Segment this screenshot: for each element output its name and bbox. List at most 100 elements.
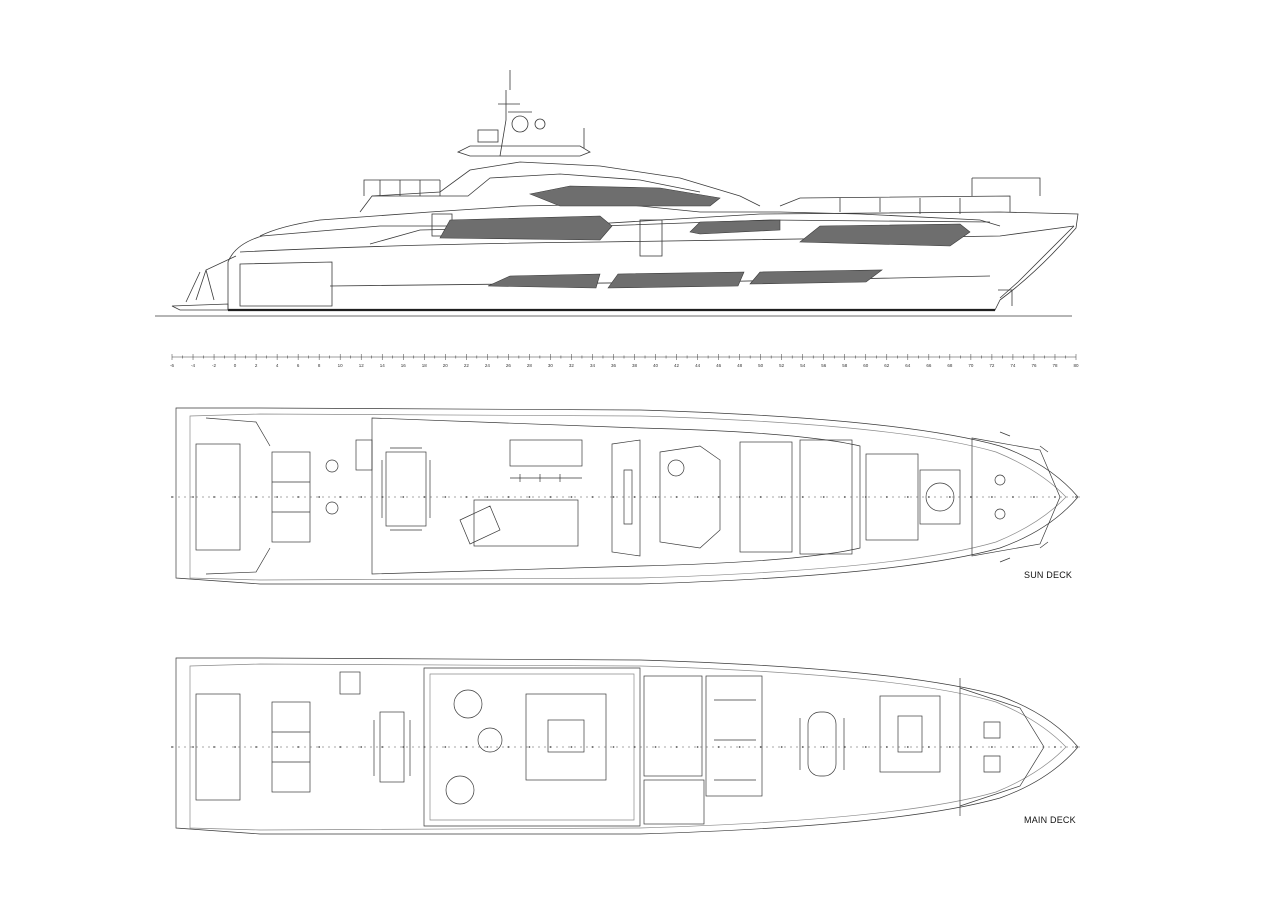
saloon-walls [423, 667, 641, 827]
side-door [639, 219, 663, 257]
scale-tick-label: 2 [255, 363, 258, 368]
satcom-dome [534, 118, 546, 130]
station-mark [927, 496, 930, 498]
stair-well [355, 439, 373, 471]
radome [477, 129, 499, 143]
sun-deck-dining-table [385, 451, 427, 527]
station-mark [570, 496, 573, 498]
station-mark [1075, 746, 1077, 748]
scale-tick-label: 32 [569, 363, 575, 368]
station-mark [654, 496, 657, 498]
scale-tick-label: 36 [611, 363, 617, 368]
sun-deck-bar [509, 439, 583, 467]
station-mark [948, 746, 951, 748]
station-mark [696, 746, 699, 748]
scale-tick-label: 62 [884, 363, 890, 368]
hull-window-1 [487, 273, 601, 289]
station-mark [339, 746, 342, 748]
scale-tick-label: -6 [170, 363, 174, 368]
station-mark [360, 746, 363, 748]
main-dining-chairs [799, 718, 845, 770]
station-mark [675, 746, 678, 748]
scale-tick-label: 74 [1010, 363, 1016, 368]
saloon-inner-walls [429, 673, 635, 821]
scale-tick-label: -2 [212, 363, 216, 368]
aft-sunpad [195, 443, 241, 551]
station-mark [192, 746, 194, 748]
scale-tick-label: 56 [821, 363, 827, 368]
station-mark [318, 496, 321, 498]
foredeck-rail-posts [839, 198, 961, 214]
helm-wheel [667, 459, 685, 477]
station-mark [465, 746, 468, 748]
profile-view [155, 70, 1079, 317]
helm-seats [983, 721, 1001, 773]
station-mark [948, 496, 951, 498]
station-mark [276, 496, 279, 498]
scale-tick-label: 66 [926, 363, 932, 368]
station-mark [171, 496, 173, 498]
station-mark [717, 496, 720, 498]
windlass-2 [994, 508, 1006, 520]
station-mark [381, 746, 384, 748]
scale-tick-label: 28 [527, 363, 533, 368]
saloon-coffee-table [547, 719, 585, 753]
station-mark [528, 496, 531, 498]
lobby [643, 779, 705, 825]
station-mark [633, 496, 636, 498]
station-mark [991, 496, 993, 498]
station-mark [991, 746, 993, 748]
sun-deck-superstructure [371, 417, 861, 575]
station-mark [1075, 496, 1077, 498]
scale-tick-label: 60 [863, 363, 869, 368]
bar-stools [510, 474, 582, 482]
station-mark [297, 496, 300, 498]
scale-tick-label: 12 [359, 363, 365, 368]
scale-tick-label: 52 [779, 363, 785, 368]
station-mark [612, 496, 615, 498]
scale-tick-label: 58 [842, 363, 848, 368]
station-mark [885, 496, 888, 498]
scale-tick-label: -4 [191, 363, 195, 368]
scale-tick-label: 48 [737, 363, 743, 368]
main-deck-plan [172, 657, 1080, 835]
station-mark [612, 746, 615, 748]
station-mark [591, 496, 594, 498]
main-dining-table [807, 711, 837, 777]
scale-tick-label: 70 [968, 363, 974, 368]
station-mark [864, 496, 867, 498]
station-mark [402, 496, 405, 498]
station-mark [822, 496, 825, 498]
station-mark [234, 746, 236, 748]
scale-tick-label: 54 [800, 363, 806, 368]
station-mark [759, 496, 762, 498]
station-mark [780, 746, 783, 748]
sky-lounge-table [897, 715, 923, 753]
station-mark [717, 746, 720, 748]
dining-chairs [381, 447, 431, 531]
station-mark [822, 746, 825, 748]
forward-sunpad-2 [799, 439, 853, 555]
station-mark [192, 496, 194, 498]
forward-window-2 [799, 223, 971, 247]
windlass-1 [994, 474, 1006, 486]
station-mark [1012, 746, 1014, 748]
station-mark [465, 496, 468, 498]
sun-deck-inner-outline [189, 413, 1067, 581]
main-aft-lounge-div [272, 731, 310, 763]
station-mark [171, 746, 173, 748]
foredeck-rail [779, 195, 1011, 212]
scale-tick-label: 4 [276, 363, 279, 368]
bow-jacuzzi-tub [925, 482, 955, 512]
bow-lounge-frame [971, 177, 1041, 196]
main-deck-superstructure [259, 203, 1001, 237]
station-mark [318, 746, 321, 748]
station-mark [255, 746, 257, 748]
scale-tick-label: 40 [653, 363, 659, 368]
upper-window [528, 185, 721, 207]
hardtop [456, 145, 591, 157]
spiral-stair-lower [445, 775, 475, 805]
main-deck-label: MAIN DECK [1024, 815, 1076, 825]
station-mark [402, 746, 405, 748]
